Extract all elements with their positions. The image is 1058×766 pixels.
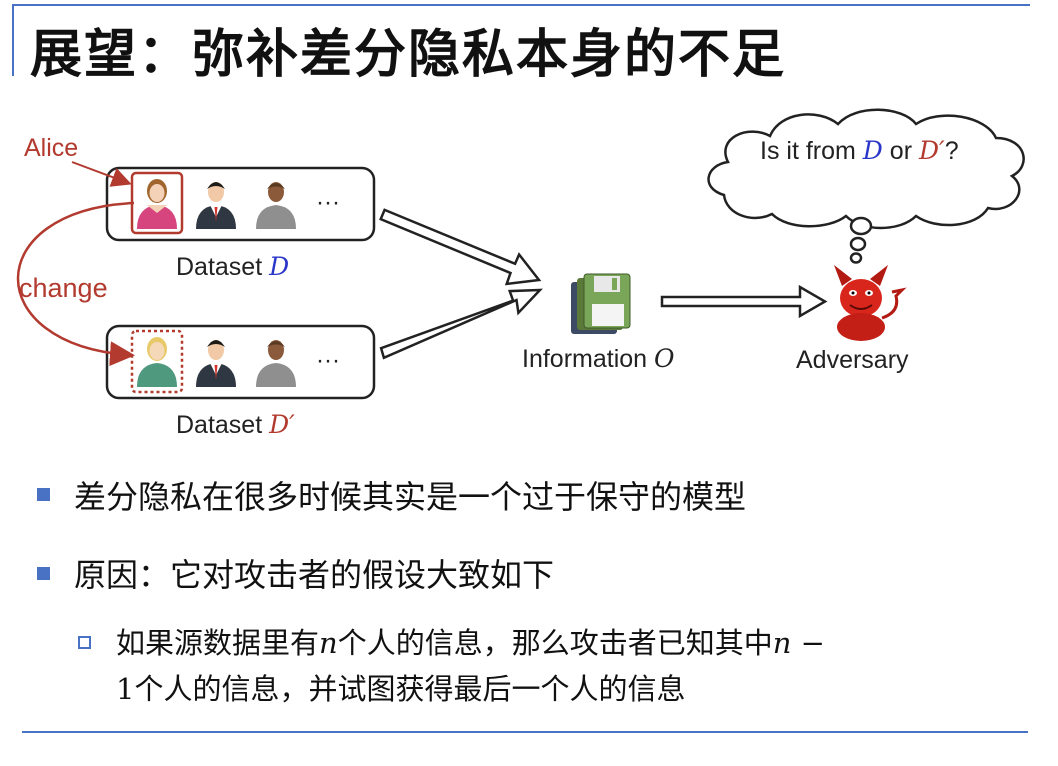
alice-pointer-arrow <box>71 161 132 187</box>
female-user-icon <box>137 179 177 229</box>
thought-cloud <box>707 108 1025 230</box>
thought-text: Is it from D or D′? <box>760 136 959 165</box>
change-curve-arrow <box>16 201 135 367</box>
top-accent-line <box>12 4 1030 6</box>
sub-bullet-line-2: 1个人的信息，并试图获得最后一个人的信息 <box>116 666 685 708</box>
blonde-user-icon <box>137 337 177 387</box>
sub-bullet-text-b: 个人的信息，那么攻击者已知其中 <box>337 626 773 660</box>
ellipsis-d: ··· <box>316 189 340 216</box>
dataset-dprime-label: Dataset D′ <box>176 410 295 440</box>
bottom-accent-line <box>22 731 1028 733</box>
sub-bullet-marker <box>78 636 91 649</box>
left-accent-line <box>12 4 14 76</box>
bullet-1: 差分隐私在很多时候其实是一个过于保守的模型 <box>74 478 747 516</box>
adversary-label: Adversary <box>796 346 909 374</box>
businessman-icon <box>196 182 236 229</box>
var-n-minus: n − <box>772 626 825 660</box>
arrow-info-to-adversary <box>660 284 828 319</box>
dataset-d-var: D <box>269 252 290 281</box>
var-one: 1 <box>116 672 135 706</box>
person-icon <box>256 340 296 387</box>
dataset-dprime-var: D′ <box>269 410 295 439</box>
var-n: n <box>319 626 338 660</box>
person-icon <box>256 182 296 229</box>
thought-bubble-medium <box>849 236 867 252</box>
information-label: Information O <box>522 344 675 374</box>
dataset-d-label: Dataset D <box>176 252 289 282</box>
floppy-disks-icon <box>571 273 631 334</box>
arrow-d-to-info <box>379 208 542 286</box>
information-text: Information <box>522 345 648 373</box>
bullet-2: 原因：它对攻击者的假设大致如下 <box>74 556 555 594</box>
dataset-dprime-text: Dataset <box>176 411 263 439</box>
bullet-marker-1 <box>37 488 50 501</box>
sub-bullet-text-c: 个人的信息，并试图获得最后一个人的信息 <box>134 672 686 706</box>
alice-label: Alice <box>24 134 78 162</box>
businessman-icon <box>196 340 236 387</box>
dataset-d-text: Dataset <box>176 253 263 281</box>
sub-bullet-text-a: 如果源数据里有 <box>116 626 320 660</box>
privacy-diagram: ··· ··· Alice change <box>16 108 1025 400</box>
slide-title: 展望：弥补差分隐私本身的不足 <box>30 25 787 85</box>
sub-bullet-line-1: 如果源数据里有n个人的信息，那么攻击者已知其中n − <box>116 620 825 662</box>
change-label: change <box>19 273 108 303</box>
devil-icon <box>834 265 907 341</box>
information-var: O <box>654 344 675 373</box>
thought-bubble-small <box>849 252 863 264</box>
thought-bubble-large <box>849 216 873 236</box>
bullet-marker-2 <box>37 567 50 580</box>
ellipsis-dprime: ··· <box>316 347 340 374</box>
arrow-dprime-to-info <box>379 288 544 360</box>
